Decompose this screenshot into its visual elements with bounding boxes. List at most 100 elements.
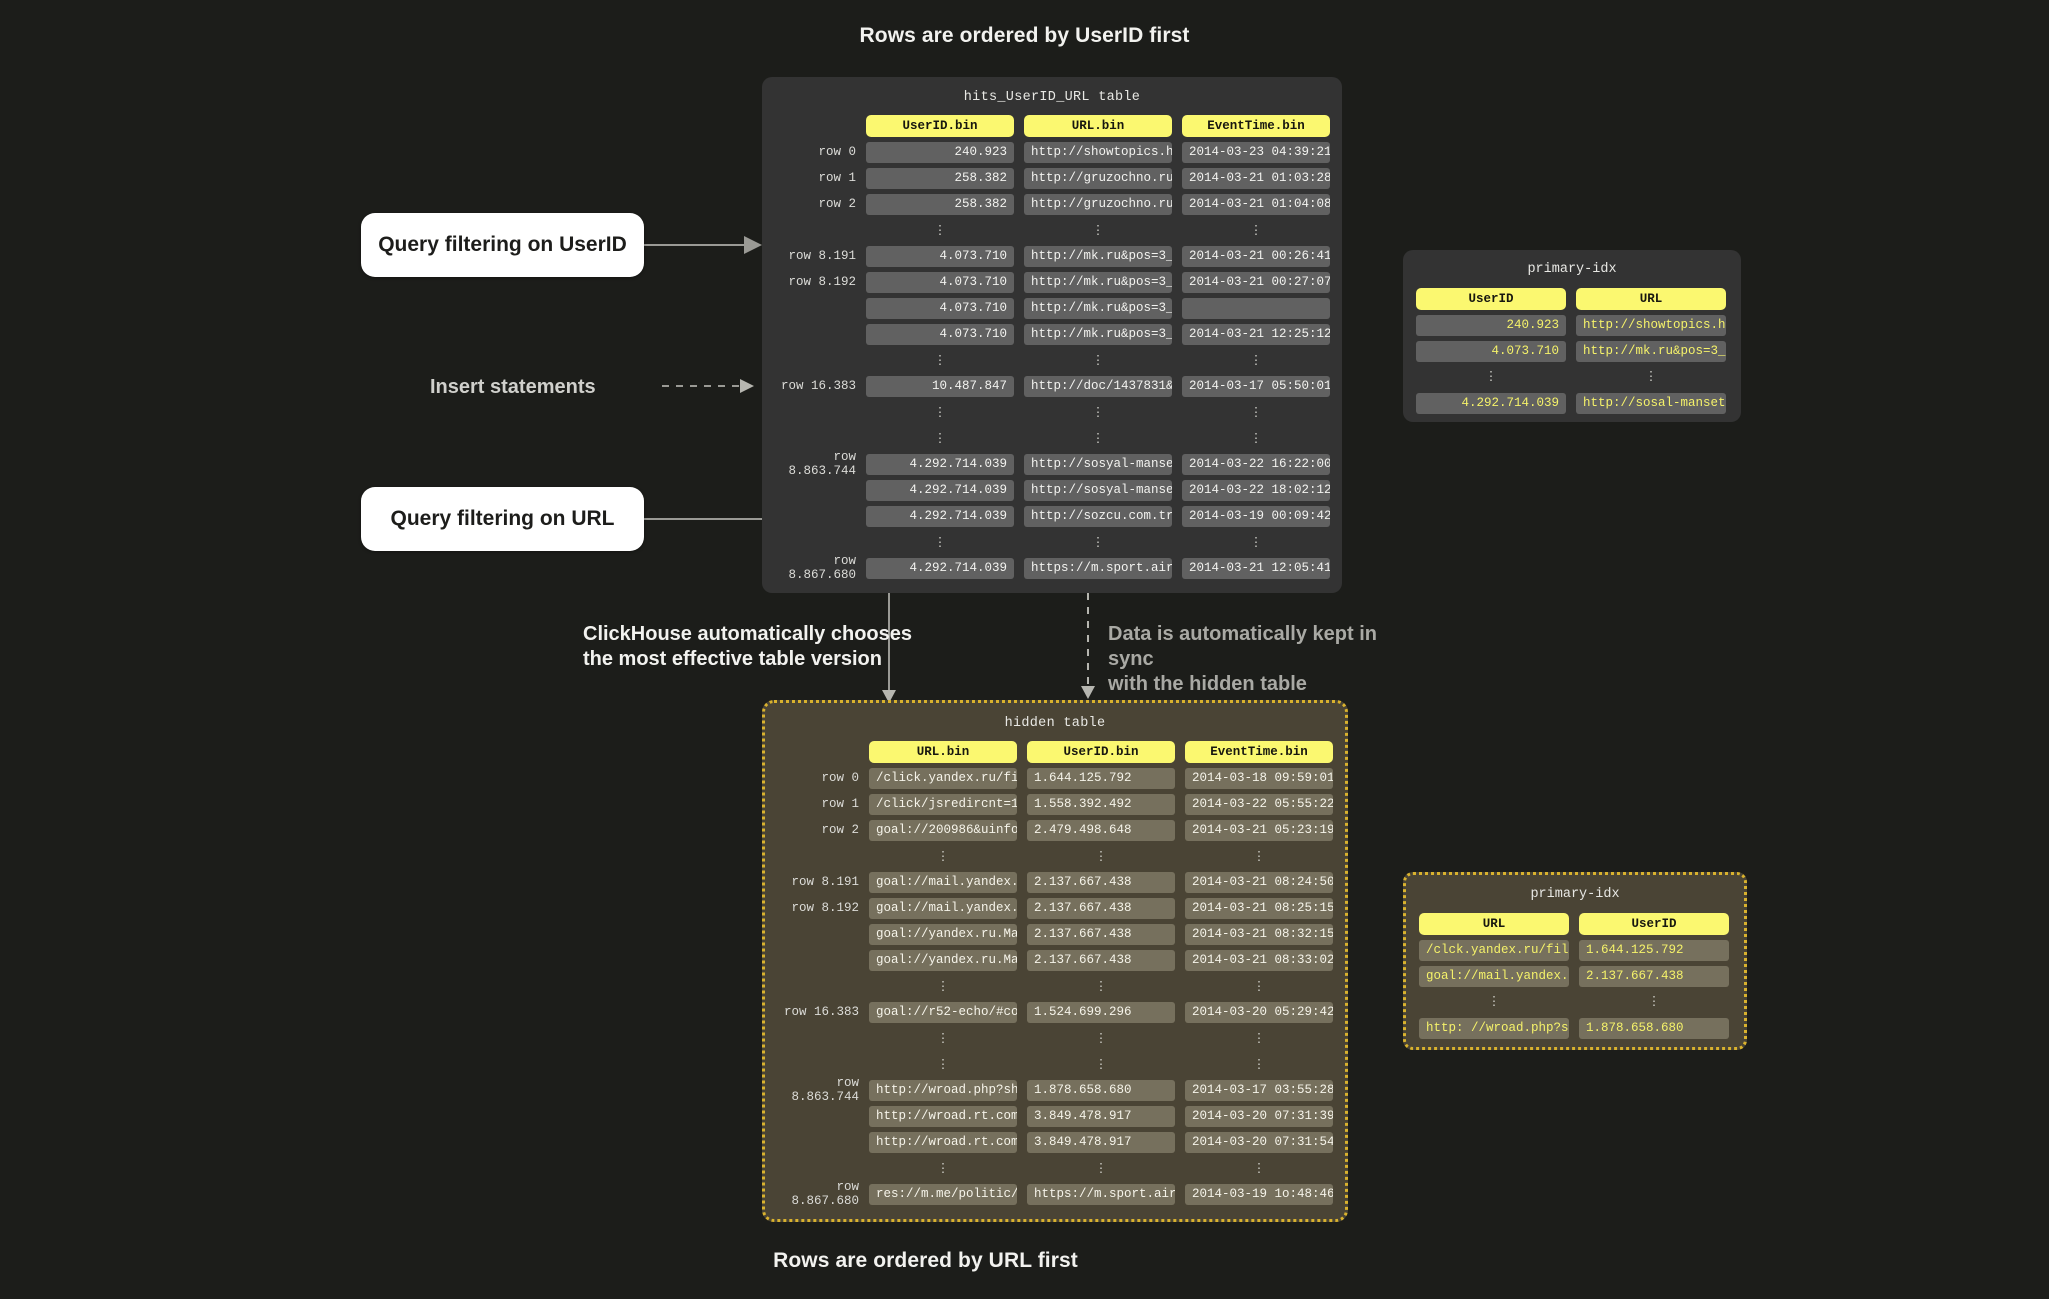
vertical-ellipsis-icon bbox=[1027, 978, 1175, 994]
column-header-url-bin[interactable]: URL.bin bbox=[1024, 115, 1172, 137]
table-cell: http://gruzochno.ru/ekat... bbox=[1024, 193, 1172, 215]
vertical-ellipsis-icon bbox=[1416, 367, 1566, 388]
page-title-bottom: Rows are ordered by URL first bbox=[0, 1249, 2049, 1273]
row-label: row 8.192 bbox=[791, 901, 859, 915]
table-cell: 3.849.478.917 bbox=[1027, 1131, 1175, 1153]
row-label: row 16.383 bbox=[783, 1005, 859, 1019]
index-row: goal://mail.yandex.ru/Ma...2.137.667.438 bbox=[1419, 963, 1731, 989]
table-cell: 2014-03-23 04:39:21 bbox=[1182, 141, 1330, 163]
row-label: row 8.191 bbox=[791, 875, 859, 889]
vertical-ellipsis-icon bbox=[1182, 352, 1330, 368]
vertical-ellipsis-icon bbox=[866, 404, 1014, 420]
annotation-chooses-line2: the most effective table version bbox=[583, 648, 882, 670]
vertical-ellipsis-icon bbox=[1024, 430, 1172, 446]
table-cell: http://mk.ru&pos=3_0 bbox=[1024, 323, 1172, 345]
index-column-header-url[interactable]: URL bbox=[1419, 913, 1569, 935]
table-cell: 240.923 bbox=[866, 141, 1014, 163]
table-cell: http://mk.ru&pos=3_0 bbox=[1024, 297, 1172, 319]
table-cell: 4.292.714.039 bbox=[866, 479, 1014, 501]
column-header-eventtime-bin[interactable]: EventTime.bin bbox=[1185, 741, 1333, 763]
row-label: row 8.863.744 bbox=[791, 1076, 859, 1104]
vertical-ellipsis-icon bbox=[866, 352, 1014, 368]
annotation-insert-statements: Insert statements bbox=[430, 376, 596, 398]
table-row: 4.292.714.039http://sozcu.com.tr/oaut201… bbox=[762, 503, 1342, 529]
annotation-chooses-line1: ClickHouse automatically chooses bbox=[583, 623, 913, 645]
index-cell: 2.137.667.438 bbox=[1579, 965, 1729, 987]
table-cell: 2.137.667.438 bbox=[1027, 949, 1175, 971]
vertical-ellipsis-icon bbox=[1579, 992, 1729, 1013]
table-cell: 2014-03-17 05:50:01 bbox=[1182, 375, 1330, 397]
ellipsis-row bbox=[765, 1025, 1345, 1051]
table-cell: 2014-03-21 08:24:50 bbox=[1185, 871, 1333, 893]
hidden-table-panel: hidden table URL.bin UserID.bin EventTime.… bbox=[762, 700, 1348, 1222]
hidden-table-title: hidden table bbox=[1004, 716, 1106, 731]
vertical-ellipsis-icon bbox=[1024, 534, 1172, 550]
table-cell: 2.137.667.438 bbox=[1027, 897, 1175, 919]
ellipsis-row bbox=[765, 843, 1345, 869]
ellipsis-row bbox=[762, 217, 1342, 243]
table-cell: 2014-03-21 08:32:15 bbox=[1185, 923, 1333, 945]
table-cell: 4.073.710 bbox=[866, 271, 1014, 293]
callout-query-filtering-url[interactable]: Query filtering on URL bbox=[361, 487, 644, 551]
table-row: 4.292.714.039http://sosyal-mansetleri...… bbox=[762, 477, 1342, 503]
row-label: row 1 bbox=[818, 171, 856, 185]
table-cell: 2014-03-20 05:29:42 bbox=[1185, 1001, 1333, 1023]
table-cell: http://mk.ru&pos=3_0 bbox=[1024, 271, 1172, 293]
primary-index-top-title: primary-idx bbox=[1527, 262, 1617, 277]
table-cell bbox=[1182, 297, 1330, 319]
vertical-ellipsis-icon bbox=[1027, 848, 1175, 864]
column-header-url-bin[interactable]: URL.bin bbox=[869, 741, 1017, 763]
table-cell: 10.487.847 bbox=[866, 375, 1014, 397]
annotation-sync-line2: with the hidden table bbox=[1108, 673, 1307, 695]
table-cell: 258.382 bbox=[866, 193, 1014, 215]
table-cell: 2014-03-21 12:05:41 bbox=[1182, 557, 1330, 579]
column-header-userid-bin[interactable]: UserID.bin bbox=[1027, 741, 1175, 763]
table-row: goal://yandex.ru.Ma...2.137.667.4382014-… bbox=[765, 947, 1345, 973]
table-cell: 2014-03-21 08:25:15 bbox=[1185, 897, 1333, 919]
vertical-ellipsis-icon bbox=[1185, 1160, 1333, 1176]
table-row: row 2goal://200986&uinfo=wn-1...2.479.49… bbox=[765, 817, 1345, 843]
vertical-ellipsis-icon bbox=[1576, 367, 1726, 388]
ellipsis-row bbox=[765, 1051, 1345, 1077]
row-label: row 8.867.680 bbox=[788, 554, 856, 582]
table-cell: http://showtopics.html%3... bbox=[1024, 141, 1172, 163]
index-column-header-userid[interactable]: UserID bbox=[1579, 913, 1729, 935]
table-row: row 16.383goal://r52-echo/#compose...1.5… bbox=[765, 999, 1345, 1025]
column-header-eventtime-bin[interactable]: EventTime.bin bbox=[1182, 115, 1330, 137]
table-cell: 2.137.667.438 bbox=[1027, 923, 1175, 945]
vertical-ellipsis-icon bbox=[1185, 1030, 1333, 1046]
main-table-title: hits_UserID_URL table bbox=[963, 90, 1141, 105]
table-row: row 1258.382http://gruzochno.ru/ekat...2… bbox=[762, 165, 1342, 191]
table-cell: 2014-03-21 00:26:41 bbox=[1182, 245, 1330, 267]
primary-index-top-grid: UserID URL240.923http://showtopics.html%3… bbox=[1416, 286, 1728, 416]
table-header-row: UserID.bin URL.bin EventTime.bin bbox=[762, 113, 1342, 139]
ellipsis-row bbox=[762, 529, 1342, 555]
column-header-userid-bin[interactable]: UserID.bin bbox=[866, 115, 1014, 137]
row-label: row 2 bbox=[821, 823, 859, 837]
row-label: row 8.867.680 bbox=[791, 1180, 859, 1208]
table-cell: http://sozcu.com.tr/oaut bbox=[1024, 505, 1172, 527]
table-cell: 2014-03-22 16:22:00 bbox=[1182, 453, 1330, 475]
callout-query-filtering-userid[interactable]: Query filtering on UserID bbox=[361, 213, 644, 277]
table-cell: 2014-03-21 01:03:28 bbox=[1182, 167, 1330, 189]
index-cell: http://mk.ru&pos=3_0 bbox=[1576, 340, 1726, 362]
page-title-top: Rows are ordered by UserID first bbox=[859, 24, 1190, 47]
index-row: 240.923http://showtopics.html%3... bbox=[1416, 312, 1728, 338]
vertical-ellipsis-icon bbox=[1182, 404, 1330, 420]
index-column-header-userid[interactable]: UserID bbox=[1416, 288, 1566, 310]
table-cell: 4.292.714.039 bbox=[866, 557, 1014, 579]
table-cell: http://wroad.rt.com/tr/... bbox=[869, 1131, 1017, 1153]
table-cell: 2014-03-22 18:02:12 bbox=[1182, 479, 1330, 501]
table-cell: 2014-03-20 07:31:39 bbox=[1185, 1105, 1333, 1127]
index-column-header-url[interactable]: URL bbox=[1576, 288, 1726, 310]
table-row: row 1/click/jsredircnt=1395412...1.558.3… bbox=[765, 791, 1345, 817]
insert-arrowhead bbox=[740, 379, 754, 393]
table-cell: 2014-03-21 08:33:02 bbox=[1185, 949, 1333, 971]
primary-index-bottom-grid: URLUserID/clck.yandex.ru/file.com...1.64… bbox=[1419, 911, 1731, 1041]
table-cell: 2.137.667.438 bbox=[1027, 871, 1175, 893]
table-cell: http://wroad.php?show/7... bbox=[869, 1079, 1017, 1101]
